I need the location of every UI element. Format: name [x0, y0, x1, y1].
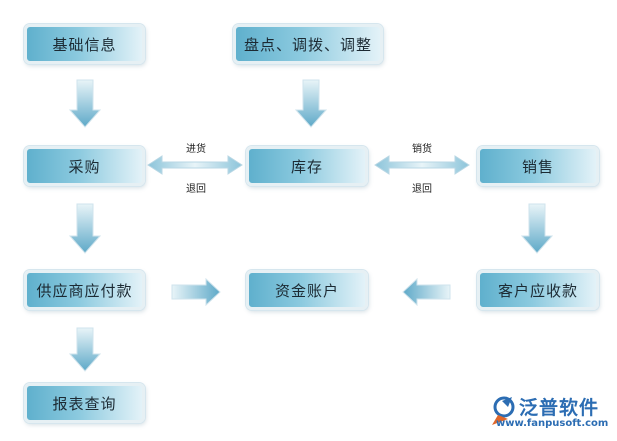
label-purchase-in: 进货	[186, 144, 206, 155]
arrow-payable-to-fund	[171, 277, 221, 307]
arrow-receivable-to-fund	[402, 277, 451, 307]
node-supplier-payable: 供应商应付款	[24, 270, 145, 310]
label-sales-out: 销货	[412, 144, 432, 155]
node-purchase: 采购	[24, 146, 145, 186]
arrow-sales-to-receivable	[520, 203, 554, 254]
logo-mark-icon	[492, 396, 515, 425]
label-purchase-return: 退回	[186, 184, 206, 195]
arrow-stock-sales	[374, 155, 470, 175]
node-sales: 销售	[477, 146, 599, 186]
arrow-purchase-to-payable	[68, 203, 102, 254]
arrow-payable-to-report	[68, 327, 102, 372]
node-customer-receivable: 客户应收款	[477, 270, 599, 310]
node-inventory-ops: 盘点、调拨、调整	[233, 24, 383, 64]
logo-name: 泛普软件	[519, 397, 600, 419]
label-sales-return: 退回	[412, 184, 432, 195]
node-report-query: 报表查询	[24, 383, 145, 423]
arrow-ops-to-stock	[294, 79, 328, 128]
arrow-basic-to-purchase	[68, 79, 102, 128]
fanpusoft-logo	[492, 396, 515, 425]
node-fund-account: 资金账户	[246, 270, 368, 310]
arrow-purchase-stock	[147, 155, 243, 175]
logo-url: www.fanpusoft.com	[496, 418, 609, 429]
node-stock: 库存	[246, 146, 368, 186]
node-basic-info: 基础信息	[24, 24, 145, 64]
